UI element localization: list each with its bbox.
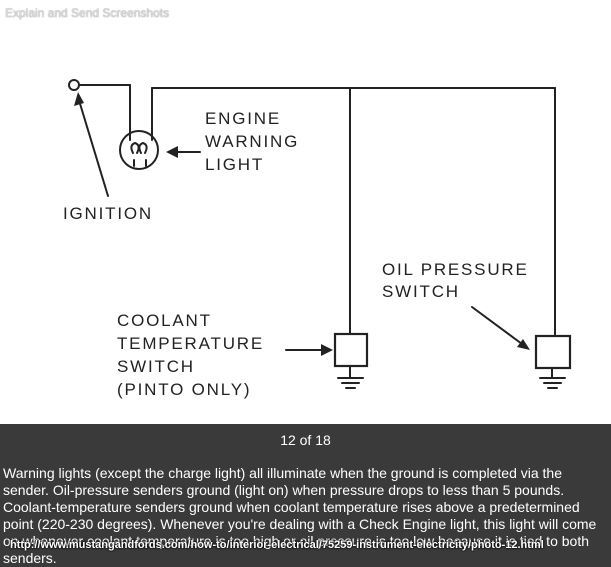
slide-counter: 12 of 18 [280, 432, 331, 448]
engine-label-2: WARNING [205, 132, 299, 151]
wiring-diagram: ENGINE WARNING LIGHT IGNITION OIL PRESSU… [63, 79, 572, 399]
bulb-filament [130, 141, 148, 154]
engine-label-3: LIGHT [205, 155, 264, 174]
coolant-label-3: SWITCH [117, 357, 195, 376]
engine-label-1: ENGINE [205, 109, 281, 128]
photo-caption: Warning lights (except the charge light)… [3, 465, 597, 566]
coolant-label-4: (PINTO ONLY) [117, 380, 251, 399]
gallery-image[interactable]: Explain and Send Screenshots [0, 0, 611, 424]
warning-light-bulb [119, 130, 159, 170]
ignition-arrow [77, 96, 109, 197]
coolant-label-1: COOLANT [117, 311, 212, 330]
coolant-label-2: TEMPERATURE [117, 334, 264, 353]
coolant-switch-box [333, 332, 369, 368]
source-url-link[interactable]: http://www.mustangandfords.com/how-to/in… [10, 539, 544, 551]
ignition-terminal [68, 79, 80, 91]
ignition-label: IGNITION [63, 204, 153, 223]
oil-switch-box [534, 334, 572, 370]
oil-arrow [471, 306, 523, 345]
oil-label-1: OIL PRESSURE [382, 260, 529, 279]
oil-label-2: SWITCH [382, 282, 460, 301]
watermark: Explain and Send Screenshots [5, 6, 170, 20]
